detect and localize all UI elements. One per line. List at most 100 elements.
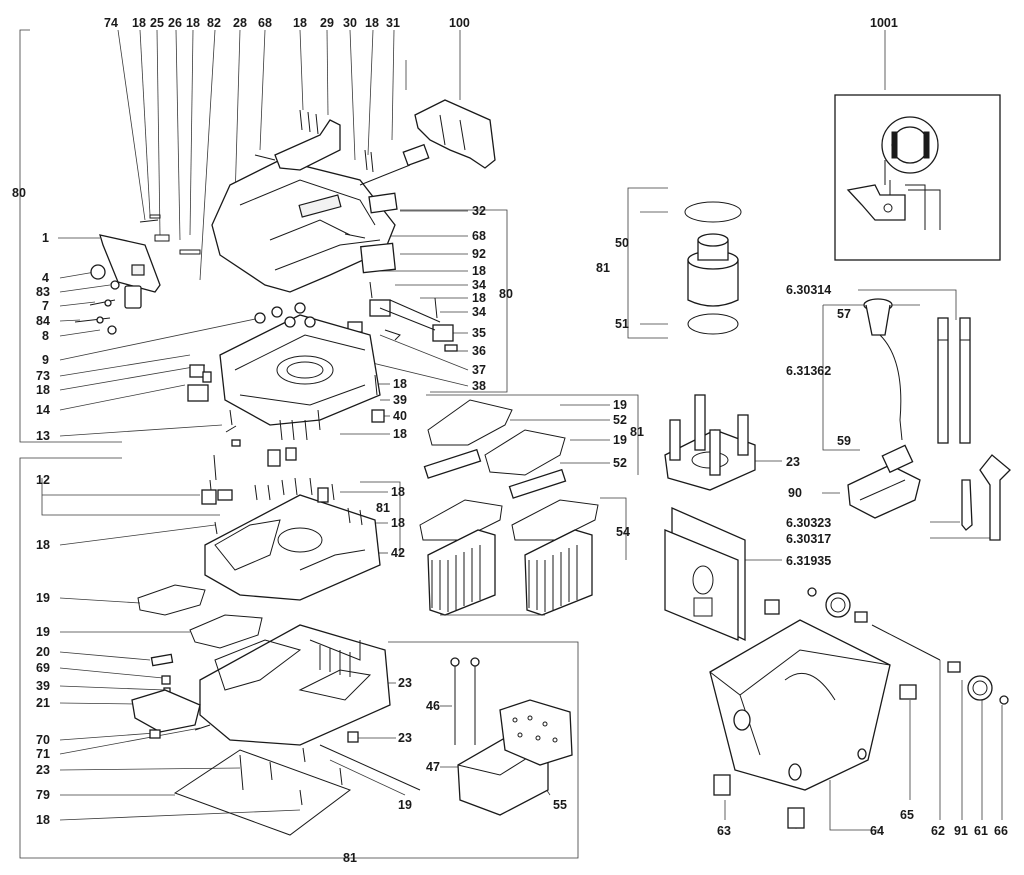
filter-box-55 xyxy=(499,699,573,766)
label-6.31935: 6.31935 xyxy=(786,554,831,568)
label-1: 1 xyxy=(42,231,49,245)
label-23: 23 xyxy=(398,676,412,690)
label-59: 59 xyxy=(837,434,851,448)
gasket-79 xyxy=(173,749,352,836)
inset-1001 xyxy=(834,94,1001,261)
label-29: 29 xyxy=(320,16,334,30)
label-39: 39 xyxy=(36,679,50,693)
motor-50 xyxy=(684,201,742,335)
label-62: 62 xyxy=(931,824,945,838)
label-18: 18 xyxy=(293,16,307,30)
seal-19b xyxy=(189,614,263,649)
label-26: 26 xyxy=(168,16,182,30)
label-69: 69 xyxy=(36,661,50,675)
motor-housing-9 xyxy=(219,302,381,426)
label-25: 25 xyxy=(150,16,164,30)
label-54: 54 xyxy=(616,525,630,539)
label-18: 18 xyxy=(36,813,50,827)
label-21: 21 xyxy=(36,696,50,710)
stand-23 xyxy=(664,394,756,491)
label-47: 47 xyxy=(426,760,440,774)
label-74: 74 xyxy=(104,16,118,30)
label-7: 7 xyxy=(42,299,49,313)
label-65: 65 xyxy=(900,808,914,822)
label-68: 68 xyxy=(258,16,272,30)
label-46: 46 xyxy=(426,699,440,713)
label-84: 84 xyxy=(36,314,50,328)
label-73: 73 xyxy=(36,369,50,383)
label-80: 80 xyxy=(499,287,513,301)
label-plate-32 xyxy=(368,192,398,214)
label-80: 80 xyxy=(12,186,26,200)
rods-46 xyxy=(450,657,480,745)
label-71: 71 xyxy=(36,747,50,761)
dirt-tank-64 xyxy=(709,619,891,829)
label-18: 18 xyxy=(365,16,379,30)
label-68: 68 xyxy=(472,229,486,243)
label-66: 66 xyxy=(994,824,1008,838)
castors-63 xyxy=(713,774,805,829)
label-6.31362: 6.31362 xyxy=(786,364,831,378)
label-37: 37 xyxy=(472,363,486,377)
label-18: 18 xyxy=(393,377,407,391)
label-52: 52 xyxy=(613,413,627,427)
label-23: 23 xyxy=(786,455,800,469)
label-32: 32 xyxy=(472,204,486,218)
label-57: 57 xyxy=(837,307,851,321)
label-90: 90 xyxy=(788,486,802,500)
label-19: 19 xyxy=(36,625,50,639)
group-frames xyxy=(19,29,1003,859)
label-4: 4 xyxy=(42,271,49,285)
label-40: 40 xyxy=(393,409,407,423)
label-55: 55 xyxy=(553,798,567,812)
accessory-holder-100 xyxy=(414,99,496,169)
label-8: 8 xyxy=(42,329,49,343)
label-18: 18 xyxy=(393,427,407,441)
label-6.30314: 6.30314 xyxy=(786,283,831,297)
label-61: 61 xyxy=(974,824,988,838)
part-labels: 74 18 25 26 18 82 28 68 18 29 30 18 31 1… xyxy=(12,16,1008,865)
label-34: 34 xyxy=(472,305,486,319)
label-52: 52 xyxy=(613,456,627,470)
screws-top xyxy=(299,109,374,173)
label-6.30317: 6.30317 xyxy=(786,532,831,546)
label-31: 31 xyxy=(386,16,400,30)
wands-630314 xyxy=(937,317,971,444)
lower-small-parts xyxy=(131,653,421,806)
label-79: 79 xyxy=(36,788,50,802)
label-36: 36 xyxy=(472,344,486,358)
label-100: 100 xyxy=(449,16,470,30)
label-28: 28 xyxy=(233,16,247,30)
label-30: 30 xyxy=(343,16,357,30)
bag-panel-631935 xyxy=(664,507,746,642)
label-50: 50 xyxy=(615,236,629,250)
label-19: 19 xyxy=(613,433,627,447)
label-38: 38 xyxy=(472,379,486,393)
label-18: 18 xyxy=(472,291,486,305)
label-20: 20 xyxy=(36,645,50,659)
top-leaders xyxy=(117,29,407,281)
label-81: 81 xyxy=(343,851,357,865)
label-70: 70 xyxy=(36,733,50,747)
pin-68-right xyxy=(344,233,366,239)
floor-nozzle-90 xyxy=(847,444,921,519)
label-18: 18 xyxy=(132,16,146,30)
left-leaders xyxy=(58,237,301,821)
label-81: 81 xyxy=(630,425,644,439)
label-plate-92 xyxy=(360,242,396,274)
label-39: 39 xyxy=(393,393,407,407)
label-19: 19 xyxy=(398,798,412,812)
label-18: 18 xyxy=(36,538,50,552)
control-parts-small xyxy=(74,214,201,335)
label-42: 42 xyxy=(391,546,405,560)
lower-housing-23 xyxy=(199,624,391,746)
handle-29 xyxy=(274,119,341,171)
label-64: 64 xyxy=(870,824,884,838)
label-63: 63 xyxy=(717,824,731,838)
label-13: 13 xyxy=(36,429,50,443)
label-34: 34 xyxy=(472,278,486,292)
label-6.30323: 6.30323 xyxy=(786,516,831,530)
pin-68 xyxy=(254,154,276,161)
filter-cartridges-54 xyxy=(427,529,593,616)
label-19: 19 xyxy=(36,591,50,605)
